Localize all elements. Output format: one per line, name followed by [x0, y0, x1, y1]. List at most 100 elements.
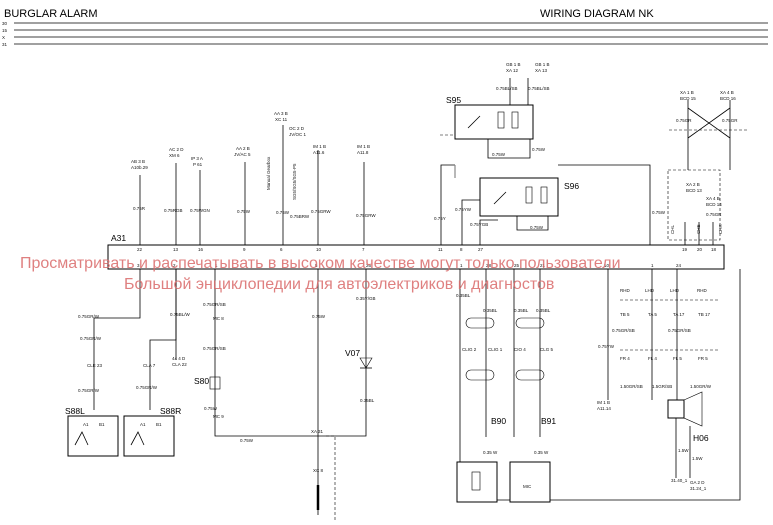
top-wires	[139, 125, 714, 245]
mic-label: MIC	[523, 484, 532, 489]
wire-label: 1.5GR/SB	[652, 384, 672, 389]
watermark-line-2: Большой энциклопедии для автоэлектриков …	[124, 276, 554, 293]
connector-code: XA 4 B	[720, 90, 734, 95]
pin-label: 22	[137, 247, 143, 252]
pin-note: CHR	[718, 224, 723, 234]
wire-label: 0.35Y/GB	[356, 296, 376, 301]
wire-label: 0.75GR/W	[136, 385, 158, 390]
wire-label: 0.35 W	[483, 450, 498, 455]
connector-code: CLIG 1	[488, 347, 503, 352]
pin-label: 21	[540, 263, 546, 268]
wire-label: 1.50GR/SB	[620, 384, 643, 389]
connector-sub: XC 11	[275, 117, 288, 122]
pin-label: 13	[173, 247, 179, 252]
s80-switch	[209, 376, 221, 390]
diagram-title: BURGLAR ALARM	[4, 8, 98, 20]
variant-label: TA 5	[648, 312, 657, 317]
siren-h06	[683, 391, 703, 427]
connector-code: AC 2 D	[169, 147, 184, 152]
wire-label: 1.5W	[678, 448, 689, 453]
connector-sub: JV/AC 5	[234, 152, 251, 157]
left-door-switches: 0.75GR/W 0.75BL/W 0.75GR/W CLE 23 CLA 7 …	[65, 269, 191, 457]
center-components: 0.75GR/SB MC 8 0.75GR/SB S80 0.75W MC 9 …	[194, 269, 376, 515]
connector-sub: JV/OC 1	[289, 132, 307, 137]
connector-sub: XM 6	[169, 153, 180, 158]
wire-label: 0.75BL/SB	[496, 86, 518, 91]
wire-label: 0.75GR	[722, 118, 738, 123]
connector-sub: A11.8	[357, 150, 369, 155]
connector-sub: XA 12	[506, 68, 519, 73]
variant-label: LHD	[670, 288, 680, 293]
pin-label: 11	[438, 247, 443, 252]
wire-label: 0.35BL	[456, 293, 471, 298]
b91-label: B91	[541, 416, 556, 426]
connector-code: MC 8	[213, 316, 224, 321]
rail-label: 31	[2, 42, 8, 47]
connector-code: CLA 7	[143, 363, 156, 368]
variant-label: RHD	[620, 288, 630, 293]
connector-code: XA 2 B	[686, 182, 700, 187]
connector-code: AA 3 B	[274, 111, 288, 116]
rail-label: 30	[2, 21, 8, 26]
connector-code: GB 1 B	[506, 62, 521, 67]
variant-label: TB 5	[620, 312, 630, 317]
wire-label: 0.35 W	[534, 450, 549, 455]
v07-label: V07	[345, 348, 360, 358]
pin-label: 26	[366, 263, 372, 268]
variant-label: TA 17	[673, 312, 685, 317]
connector-sub: A11.6	[313, 150, 325, 155]
connector-code: CLIG 2	[462, 347, 477, 352]
connector-code: AB 3 B	[131, 159, 145, 164]
wire-label: 0.75W	[204, 406, 218, 411]
wire-label: 0.75Y	[434, 216, 446, 221]
pin-note: B1	[99, 422, 105, 427]
connector-sub: A11.14	[597, 406, 611, 411]
connector-sub: BCD 13	[686, 188, 702, 193]
pin-label: 10	[316, 247, 322, 252]
v07-diode	[359, 357, 373, 369]
wire-label: 0.75GR/SB	[203, 346, 226, 351]
pin-label: 16	[198, 247, 204, 252]
module-a31-label: A31	[111, 233, 126, 243]
pin-label: 9	[243, 247, 246, 252]
speaker-b90	[456, 461, 498, 503]
connector-sub: BCD 15	[680, 96, 696, 101]
pin-label: 2	[173, 263, 176, 268]
wire-label: 0.75BL/SB	[528, 86, 550, 91]
rail-label: 15	[2, 28, 8, 33]
variant-label: TB 17	[698, 312, 711, 317]
variant-label: LHD	[645, 288, 655, 293]
pin-label: 27	[478, 247, 484, 252]
wire-label: 0.35BL	[536, 308, 551, 313]
pin-label: 28	[486, 263, 492, 268]
wire-label: 0.75GRW	[311, 209, 331, 214]
pin-label: 18	[711, 247, 717, 252]
right-connectors: XA 1 B BCD 15 0.75GR XA 4 B BCD 16 0.75G…	[652, 90, 748, 241]
wire-label: 0.75GR/W	[78, 314, 100, 319]
s80-label: S80	[194, 376, 209, 386]
module-top-pins: 22 13 16 9 6 10 7 11 8 27 19 20 18	[137, 247, 717, 252]
diagram-subtitle: WIRING DIAGRAM NK	[540, 8, 654, 20]
wire-label: 1.5W	[692, 456, 703, 461]
variant-label: RHD	[697, 288, 707, 293]
wire-label: 0.75GR/W	[78, 388, 100, 393]
wire-label: 0.75GR/SB	[203, 302, 226, 307]
wire-label: 0.35BL	[483, 308, 498, 313]
wire-label: 0.75WGN	[190, 208, 210, 213]
connector-code: OC 2 D	[289, 126, 305, 131]
connector-code: GA 2 D	[690, 480, 705, 485]
pin-note: A1	[140, 422, 146, 427]
pin-label: 19	[682, 247, 688, 252]
connector-code: XA 4 B	[706, 196, 720, 201]
connector-code: IM 1 B	[313, 144, 326, 149]
side-note: SG5/SG5/SG5-P5	[292, 163, 297, 200]
connector-code: XC 8	[313, 468, 324, 473]
ground-label: XA 31	[311, 429, 324, 434]
wire-label: 0.75YW	[598, 344, 615, 349]
wire-label: 0.75GR	[676, 118, 692, 123]
pin-label: 24	[676, 263, 682, 268]
connector-sub: BCD 16	[720, 96, 736, 101]
s88r-box	[123, 415, 175, 457]
connector-code: CLG 5	[540, 347, 554, 352]
